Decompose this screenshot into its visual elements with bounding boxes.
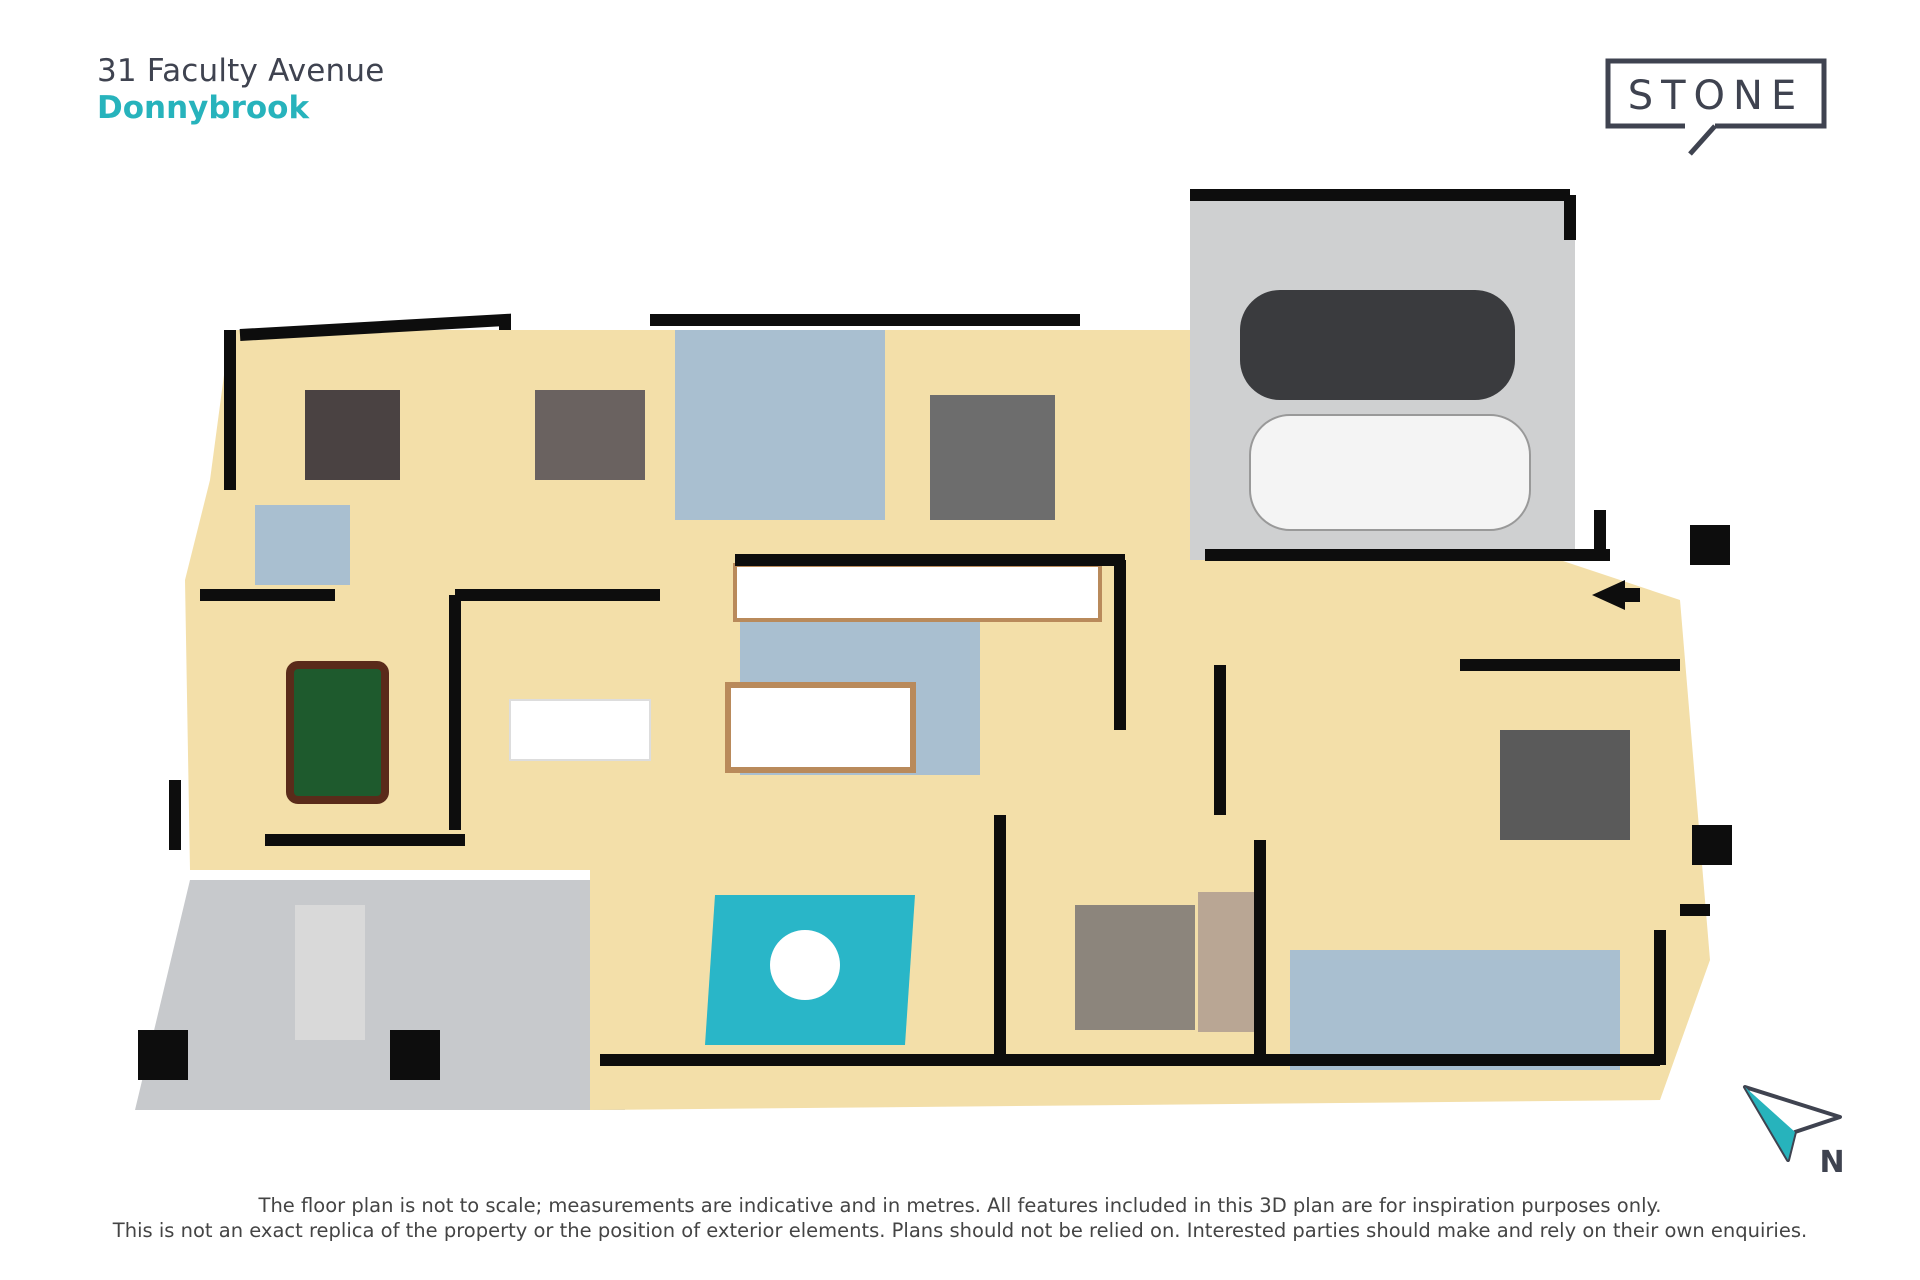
property-address: 31 Faculty Avenue [97, 53, 385, 89]
north-arrow-icon [1743, 1085, 1842, 1162]
bathroom1-floor [675, 330, 885, 520]
ensuite-floor [1290, 950, 1620, 1070]
car-white [1249, 414, 1531, 531]
kitchen-island [725, 682, 916, 773]
dining-table [509, 699, 651, 761]
alfresco-floor [135, 880, 625, 1110]
car-dark [1240, 290, 1515, 400]
coffee-table [770, 930, 840, 1000]
bed-3 [930, 395, 1055, 520]
bed-1 [305, 390, 400, 480]
property-header: 31 Faculty Avenue Donnybrook [97, 52, 385, 126]
north-compass: N [1743, 1085, 1845, 1180]
bed-2 [535, 390, 645, 480]
walls [169, 189, 1710, 1066]
disclaimer: The floor plan is not to scale; measurem… [0, 1193, 1920, 1243]
kitchen-bench [733, 563, 1102, 622]
pool-table [286, 661, 389, 804]
laundry-floor [255, 505, 350, 585]
disclaimer-line-1: The floor plan is not to scale; measurem… [258, 1194, 1662, 1217]
alfresco-sofa [295, 905, 365, 1040]
logo-text: STONE [1628, 73, 1805, 119]
property-suburb: Donnybrook [97, 90, 310, 126]
disclaimer-line-2: This is not an exact replica of the prop… [112, 1219, 1808, 1242]
master-bed [1500, 730, 1630, 840]
lounge-rug [1075, 905, 1195, 1030]
lounge-sofa [1198, 892, 1258, 1032]
wall-pillars [138, 525, 1732, 1080]
speech-bubble-logo-icon [1605, 58, 1827, 156]
stone-logo: STONE [1605, 58, 1827, 156]
entry-arrow-icon [1592, 580, 1640, 610]
compass-label: N [1819, 1145, 1844, 1180]
